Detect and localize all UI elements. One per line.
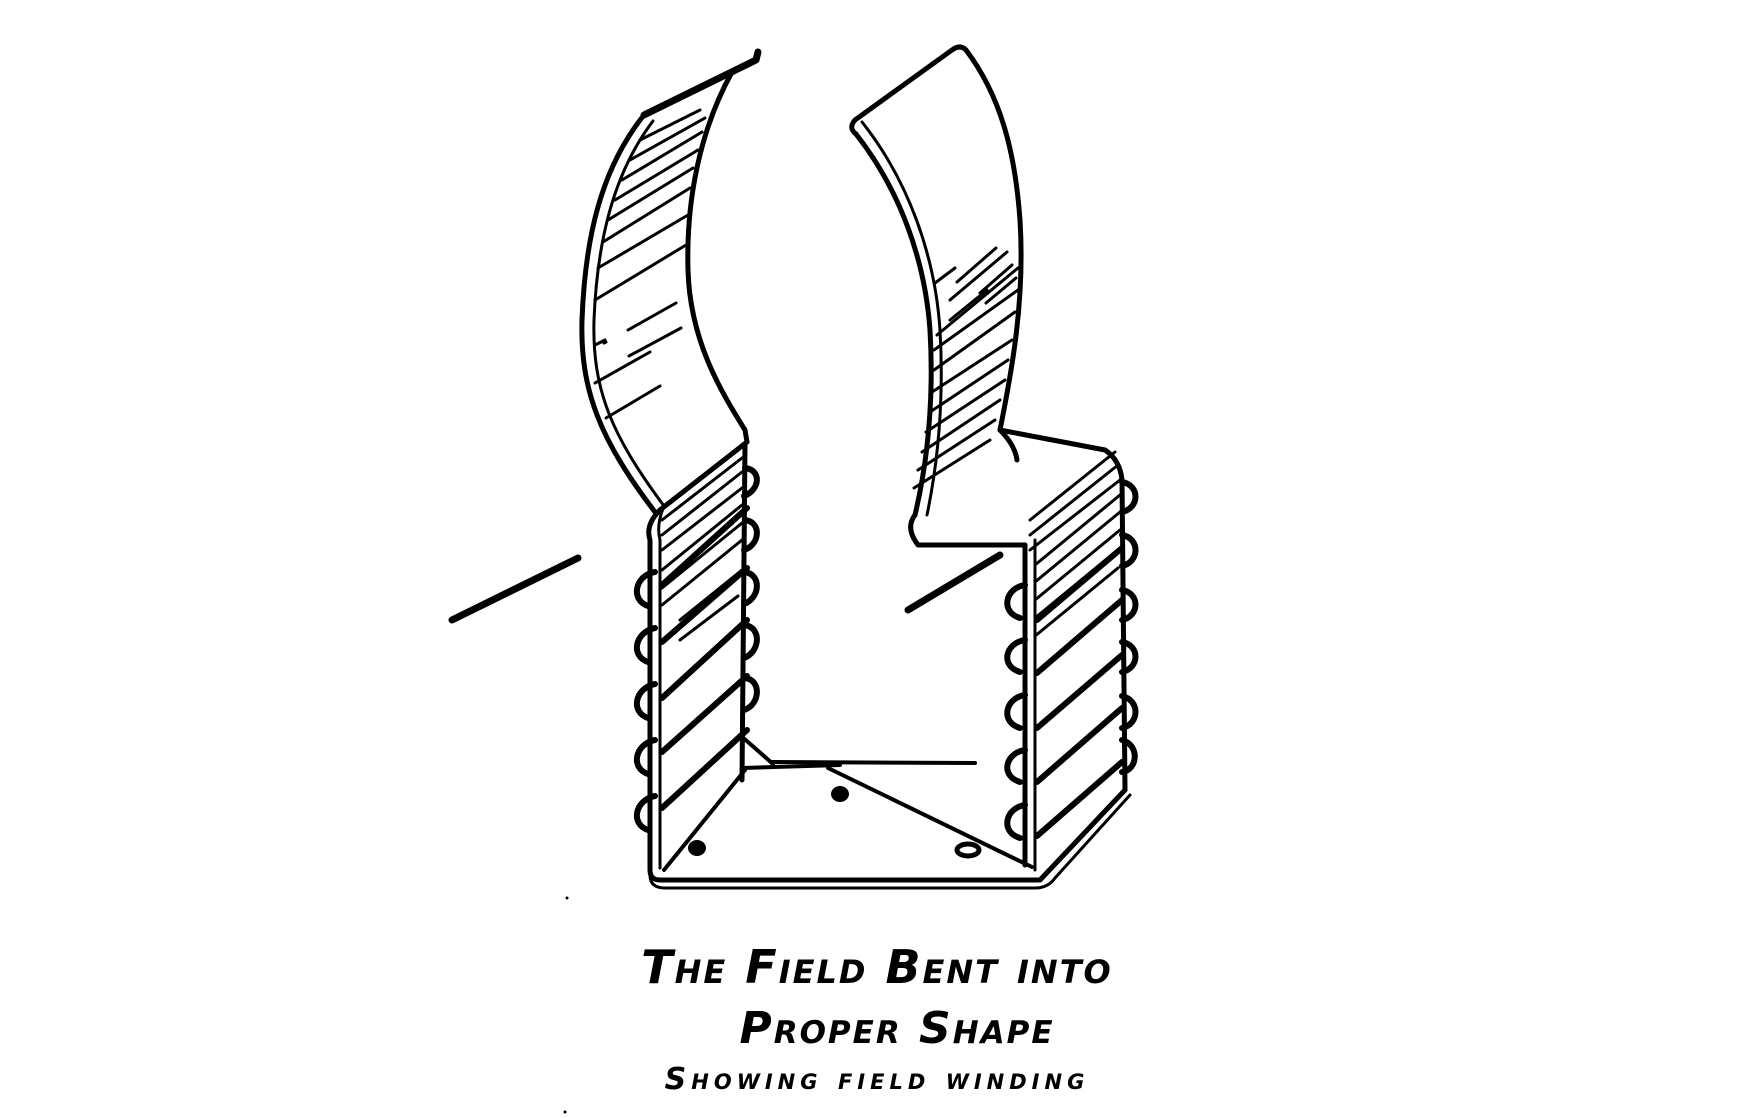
caption-line-1: The Field Bent into bbox=[641, 940, 1113, 994]
right-leg bbox=[908, 427, 1128, 872]
left-leg-winding bbox=[633, 465, 760, 833]
left-lead-wire bbox=[448, 554, 582, 624]
right-lead-wire bbox=[904, 551, 1004, 614]
base-plate bbox=[648, 733, 1132, 890]
scan-speck bbox=[565, 896, 569, 900]
right-pole-horn bbox=[849, 44, 1024, 518]
right-leg-winding bbox=[1004, 479, 1139, 841]
scan-speck bbox=[563, 1110, 567, 1114]
mounting-holes bbox=[688, 786, 982, 859]
left-leg bbox=[646, 442, 748, 883]
caption-line-3: Showing field winding bbox=[664, 1062, 1090, 1097]
caption-line-2: Proper Shape bbox=[739, 1003, 1055, 1054]
left-pole-horn bbox=[579, 48, 762, 515]
